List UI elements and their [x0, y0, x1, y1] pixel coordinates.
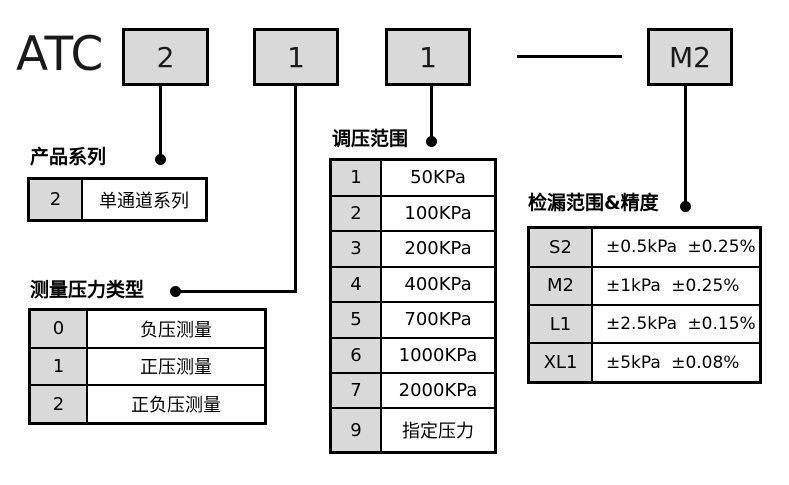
code-cell: 7 — [329, 371, 382, 410]
table-row: 3 200KPa — [329, 230, 497, 268]
code-cell: 0 — [28, 308, 88, 349]
desc-cell: 400KPa — [380, 265, 497, 304]
code-box-regulation-range: 1 — [385, 28, 471, 86]
table-row: 0 负压测量 — [28, 308, 267, 349]
desc-cell: ±5kPa ±0.08% — [591, 342, 762, 384]
desc-cell: 正负压测量 — [86, 384, 267, 425]
table-row: L1 ±2.5kPa ±0.15% — [527, 303, 762, 345]
series-section-label: 产品系列 — [30, 146, 107, 168]
table-row: 4 400KPa — [329, 265, 497, 304]
connector-dot-regulation-range — [426, 136, 437, 147]
leak-range-section-label: 检漏范围&精度 — [528, 192, 659, 214]
code-box-series: 2 — [122, 28, 209, 86]
desc-cell: 指定压力 — [380, 407, 497, 454]
connector-dot-series — [155, 154, 166, 165]
pressure-type-section-label: 测量压力类型 — [30, 279, 145, 301]
table-row: XL1 ±5kPa ±0.08% — [527, 342, 762, 384]
desc-cell: 负压测量 — [86, 308, 267, 349]
desc-cell: 700KPa — [380, 301, 497, 339]
code-cell: 3 — [329, 230, 382, 268]
connector-line-series — [159, 85, 162, 158]
code-cell: 1 — [28, 346, 88, 387]
code-cell: 6 — [329, 336, 382, 375]
table-row: 2 单通道系列 — [27, 177, 208, 222]
regulation-range-section-label: 调压范围 — [332, 128, 409, 150]
separator-dash — [517, 55, 622, 58]
connector-dot-pressure-type — [170, 286, 181, 297]
code-cell: M2 — [527, 265, 593, 306]
desc-cell: 1000KPa — [380, 336, 497, 375]
code-cell: 1 — [329, 158, 382, 197]
code-cell: 2 — [27, 177, 83, 222]
regulation-range-table: 1 50KPa 2 100KPa 3 200KPa 4 400KPa 5 700… — [329, 158, 497, 454]
table-row: M2 ±1kPa ±0.25% — [527, 265, 762, 306]
desc-cell: 100KPa — [380, 194, 497, 233]
connector-line-pressure-type-vertical — [294, 85, 297, 293]
table-row: 2 100KPa — [329, 194, 497, 233]
table-row: 2 正负压测量 — [28, 384, 267, 425]
connector-line-leak-grade — [684, 85, 687, 205]
connector-line-regulation-range — [430, 85, 433, 140]
connector-dot-leak-grade — [680, 201, 691, 212]
desc-cell: 2000KPa — [380, 371, 497, 410]
connector-line-pressure-type-horizontal — [176, 290, 297, 293]
code-cell: 2 — [329, 194, 382, 233]
code-cell: 4 — [329, 265, 382, 304]
code-cell: L1 — [527, 303, 593, 345]
desc-cell: ±2.5kPa ±0.15% — [591, 303, 762, 345]
desc-cell: ±1kPa ±0.25% — [591, 265, 762, 306]
desc-cell: 50KPa — [380, 158, 497, 197]
pressure-type-table: 0 负压测量 1 正压测量 2 正负压测量 — [28, 308, 267, 425]
code-cell: S2 — [527, 226, 593, 268]
desc-cell: ±0.5kPa ±0.25% — [591, 226, 762, 268]
table-row: 9 指定压力 — [329, 407, 497, 454]
code-box-pressure-type: 1 — [253, 28, 339, 86]
code-box-leak-grade: M2 — [647, 28, 733, 86]
desc-cell: 正压测量 — [86, 346, 267, 387]
table-row: 5 700KPa — [329, 301, 497, 339]
table-row: 7 2000KPa — [329, 371, 497, 410]
product-model-prefix: ATC — [16, 27, 104, 82]
table-row: S2 ±0.5kPa ±0.25% — [527, 226, 762, 268]
code-cell: 2 — [28, 384, 88, 425]
code-cell: 9 — [329, 407, 382, 454]
leak-range-table: S2 ±0.5kPa ±0.25% M2 ±1kPa ±0.25% L1 ±2.… — [527, 226, 762, 384]
code-cell: XL1 — [527, 342, 593, 384]
table-row: 6 1000KPa — [329, 336, 497, 375]
code-cell: 5 — [329, 301, 382, 339]
series-table: 2 单通道系列 — [27, 177, 208, 222]
table-row: 1 50KPa — [329, 158, 497, 197]
desc-cell: 单通道系列 — [81, 177, 208, 222]
desc-cell: 200KPa — [380, 230, 497, 268]
table-row: 1 正压测量 — [28, 346, 267, 387]
